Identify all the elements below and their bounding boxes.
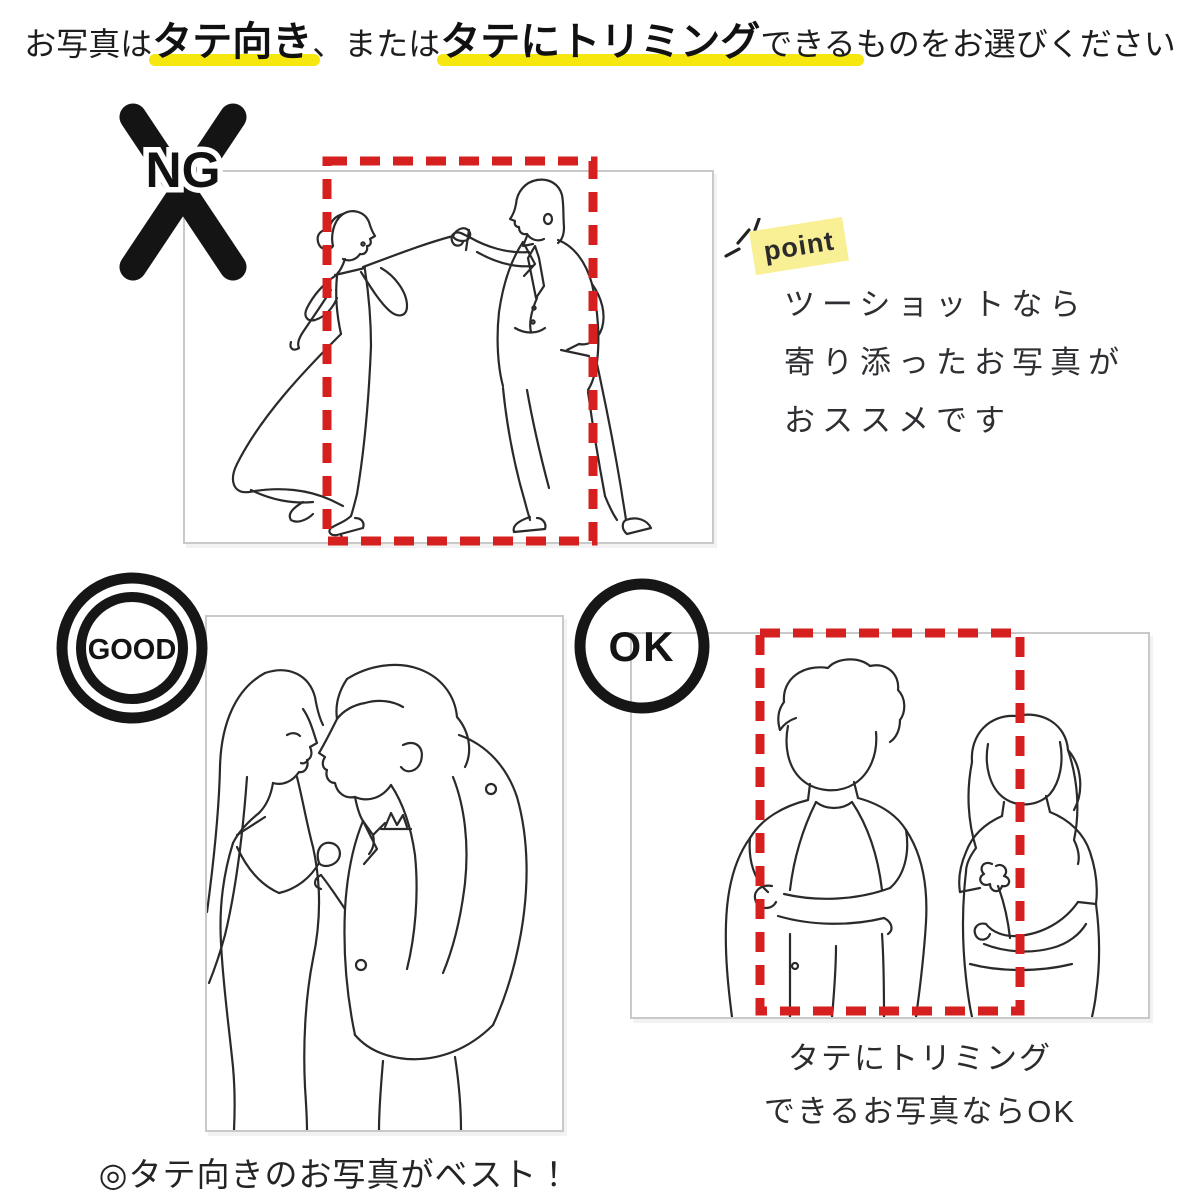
ok-badge-label: OK <box>609 623 676 670</box>
ok-caption-line: できるお写真ならOK <box>763 1094 1077 1129</box>
ok-photo-frame <box>630 632 1150 1019</box>
ng-cross-icon: NG <box>119 103 247 281</box>
title-suffix: ものをお選びください <box>855 26 1176 62</box>
ng-badge-label: NG <box>146 142 221 198</box>
title-highlight-trimming: タテにトリミングできる <box>440 20 856 64</box>
ok-caption-line: タテにトリミング <box>788 1041 1052 1076</box>
point-line: おススメです <box>784 403 1012 438</box>
title-prefix: お写真は <box>24 26 153 62</box>
crop-frame-ok <box>755 628 1025 1016</box>
line-art-close-couple <box>207 663 528 1130</box>
point-line: ツーショットなら <box>784 287 1088 322</box>
title-middle: 、または <box>312 26 441 62</box>
ok-caption: タテにトリミング できるお写真ならOK <box>690 1032 1150 1138</box>
good-double-ring-icon: GOOD <box>56 572 208 724</box>
good-badge-label: GOOD <box>88 634 177 666</box>
page-title: お写真はタテ向き、またはタテにトリミングできるものをお選びください <box>0 12 1200 74</box>
point-text: ツーショットなら 寄り添ったお写真が おススメです <box>784 276 1126 450</box>
ng-photo-frame <box>183 170 714 544</box>
crop-frame-ng <box>322 156 598 546</box>
ok-ring-icon: OK <box>574 578 710 714</box>
best-caption: ◎タテ向きのお写真がベスト！ <box>98 1156 572 1193</box>
title-highlight-tate: タテ向き <box>152 20 313 64</box>
point-line: 寄り添ったお写真が <box>784 345 1126 380</box>
point-callout: point ツーショットなら 寄り添ったお写真が おススメです <box>718 212 1158 452</box>
emphasis-strokes-icon <box>724 218 761 258</box>
good-photo-frame <box>205 615 564 1132</box>
